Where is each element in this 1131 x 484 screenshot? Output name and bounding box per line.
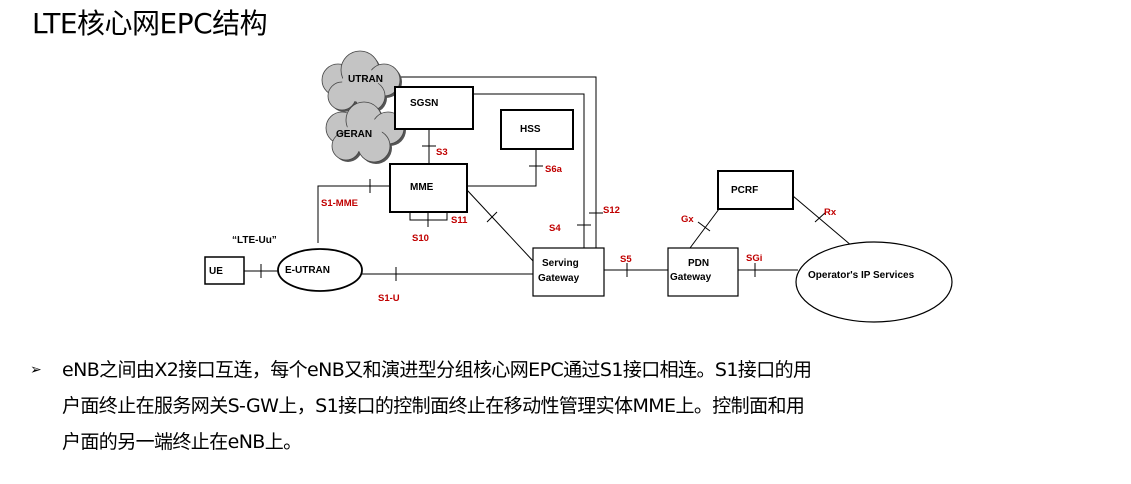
interface-label-lte-uu: “LTE-Uu”: [232, 235, 277, 246]
serving-gateway-node: Serving Gateway: [532, 247, 605, 297]
operator-ip-services-node: Operator's IP Services: [795, 241, 953, 323]
serving-gateway-label-line1: Serving: [542, 258, 579, 269]
connection-lines: [244, 76, 853, 275]
geran-label: GERAN: [336, 129, 372, 140]
interface-label-s5: S5: [620, 254, 632, 265]
interface-label-s6a: S6a: [545, 164, 563, 175]
mme-node: MME: [389, 163, 468, 213]
link-sgsn-sgw: [474, 93, 585, 248]
interface-label-s12: S12: [603, 205, 620, 216]
interface-label-s1-mme: S1-MME: [321, 198, 358, 209]
eutran-label: E-UTRAN: [285, 265, 330, 276]
link-hss-mme: [467, 149, 537, 187]
sgsn-label: SGSN: [410, 98, 438, 109]
interface-label-gx: Gx: [681, 214, 694, 225]
interface-label-s11: S11: [451, 215, 468, 226]
link-mme-eutran: [317, 185, 390, 243]
bullet-line-2: 户面终止在服务网关S-GW上，S1接口的控制面终止在移动性管理实体MME上。控制…: [62, 395, 805, 417]
interface-ticks: [260, 145, 827, 281]
bullet-line-1: eNB之间由X2接口互连，每个eNB又和演进型分组核心网EPC通过S1接口相连。…: [62, 359, 812, 381]
pdn-gateway-label-line2: Gateway: [670, 272, 712, 283]
sgsn-node: SGSN: [394, 86, 474, 130]
pdn-gateway-label-line1: PDN: [688, 258, 709, 269]
pcrf-node: PCRF: [717, 170, 794, 210]
ue-node: UE: [204, 256, 245, 285]
interface-label-s4: S4: [549, 223, 561, 234]
interface-label-s3: S3: [436, 147, 448, 158]
epc-architecture-diagram: UTRAN GERAN SGSN HSS MME PCRF: [204, 50, 953, 323]
hss-node: HSS: [500, 109, 574, 150]
bullet-arrow-icon: ➢: [30, 362, 42, 378]
utran-label: UTRAN: [348, 74, 383, 85]
interface-label-s10: S10: [412, 233, 429, 244]
geran-cloud: GERAN: [325, 101, 405, 163]
hss-label: HSS: [520, 124, 541, 135]
pcrf-label: PCRF: [731, 185, 758, 196]
mme-label: MME: [410, 182, 434, 193]
interface-label-s1-u: S1-U: [378, 293, 400, 304]
pdn-gateway-node: PDN Gateway: [667, 247, 739, 297]
link-pgw-pcrf: [689, 204, 723, 249]
bullet-line-3: 户面的另一端终止在eNB上。: [62, 431, 302, 453]
eutran-node: E-UTRAN: [277, 248, 363, 292]
interface-label-rx: Rx: [824, 207, 837, 218]
serving-gateway-label-line2: Gateway: [538, 273, 580, 284]
operator-ip-services-label: Operator's IP Services: [808, 270, 915, 281]
link-mme-sgw: [466, 189, 535, 263]
link-pcrf-operator: [792, 195, 853, 247]
interface-label-sgi: SGi: [746, 253, 762, 264]
page-title: LTE核心网EPC结构: [32, 7, 268, 40]
utran-cloud: UTRAN: [321, 50, 401, 112]
link-utran-sgw: [400, 76, 597, 248]
ue-label: UE: [209, 266, 223, 277]
